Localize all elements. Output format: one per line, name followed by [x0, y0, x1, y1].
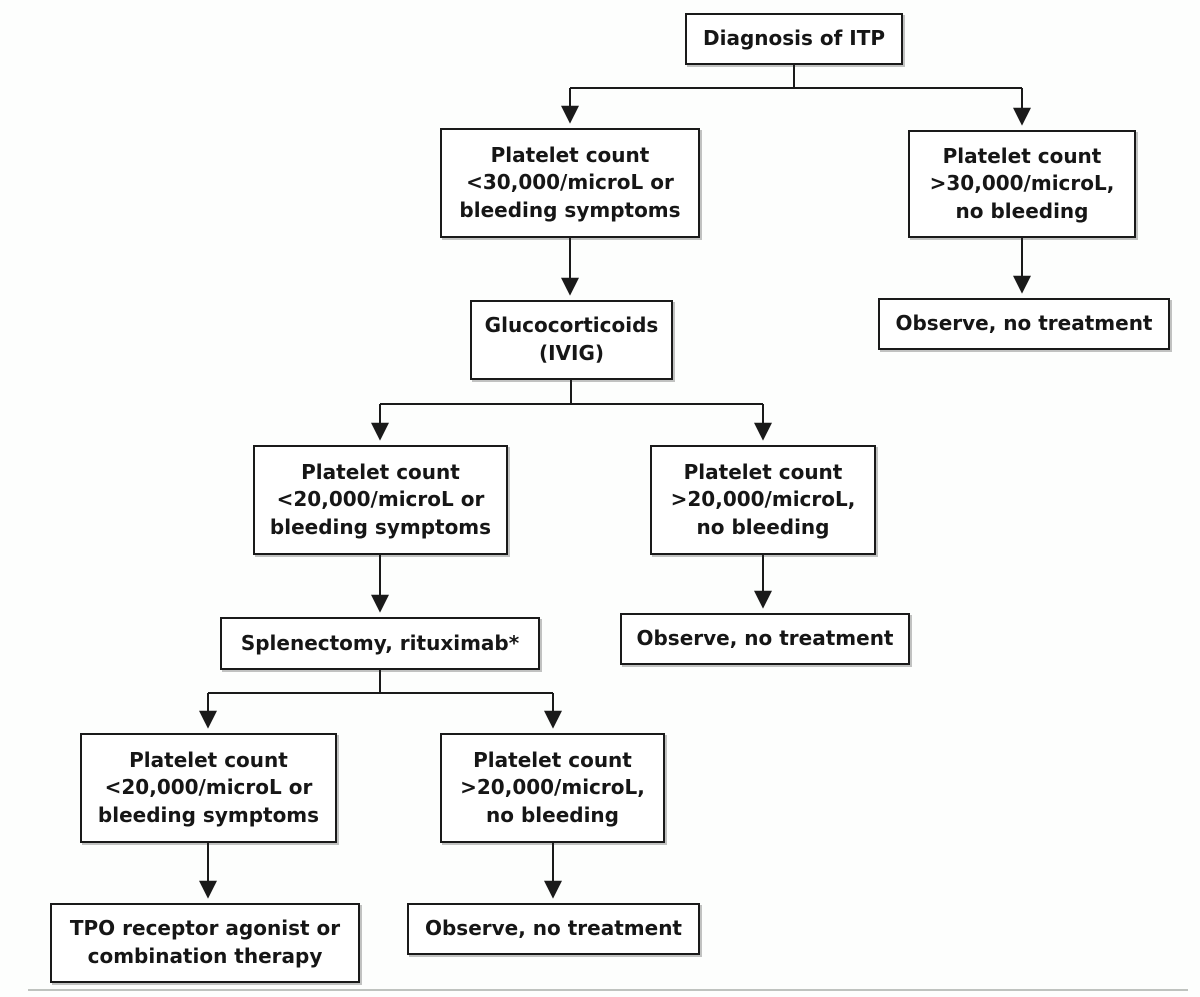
node-platelet-gt30000-no-bleeding: Platelet count >30,000/microL, no bleedi…	[908, 130, 1136, 238]
node-observe-no-treatment-top: Observe, no treatment	[878, 298, 1170, 350]
node-platelet-lt20000-or-bleeding-mid: Platelet count <20,000/microL or bleedin…	[253, 445, 508, 555]
node-label: Platelet count <20,000/microL or bleedin…	[269, 459, 492, 539]
node-label: Platelet count >30,000/microL, no bleedi…	[929, 143, 1115, 223]
node-label: Platelet count <20,000/microL or bleedin…	[97, 747, 320, 827]
node-label: Observe, no treatment	[895, 311, 1153, 336]
node-platelet-gt20000-no-bleeding-low: Platelet count >20,000/microL, no bleedi…	[440, 733, 665, 843]
node-platelet-lt20000-or-bleeding-low: Platelet count <20,000/microL or bleedin…	[80, 733, 337, 843]
node-label: TPO receptor agonist or combination ther…	[69, 916, 341, 968]
node-label: Splenectomy, rituximab*	[240, 630, 520, 655]
node-splenectomy-rituximab: Splenectomy, rituximab*	[220, 617, 540, 670]
node-platelet-lt30000-or-bleeding: Platelet count <30,000/microL or bleedin…	[440, 128, 700, 238]
node-label: Observe, no treatment	[636, 626, 894, 651]
bottom-divider	[28, 989, 1188, 991]
node-label: Platelet count >20,000/microL, no bleedi…	[460, 747, 645, 827]
node-observe-no-treatment-bottom: Observe, no treatment	[407, 903, 700, 955]
node-tpo-receptor-agonist: TPO receptor agonist or combination ther…	[50, 903, 360, 983]
node-diagnosis-of-itp: Diagnosis of ITP	[685, 13, 903, 65]
node-label: Platelet count >20,000/microL, no bleedi…	[670, 459, 856, 539]
node-platelet-gt20000-no-bleeding-mid: Platelet count >20,000/microL, no bleedi…	[650, 445, 876, 555]
node-glucocorticoids-ivig: Glucocorticoids (IVIG)	[470, 300, 673, 380]
node-label: Observe, no treatment	[424, 916, 682, 941]
node-label: Glucocorticoids (IVIG)	[484, 313, 659, 365]
node-observe-no-treatment-mid: Observe, no treatment	[620, 613, 910, 665]
node-label: Platelet count <30,000/microL or bleedin…	[459, 142, 681, 222]
node-label: Diagnosis of ITP	[702, 26, 886, 51]
